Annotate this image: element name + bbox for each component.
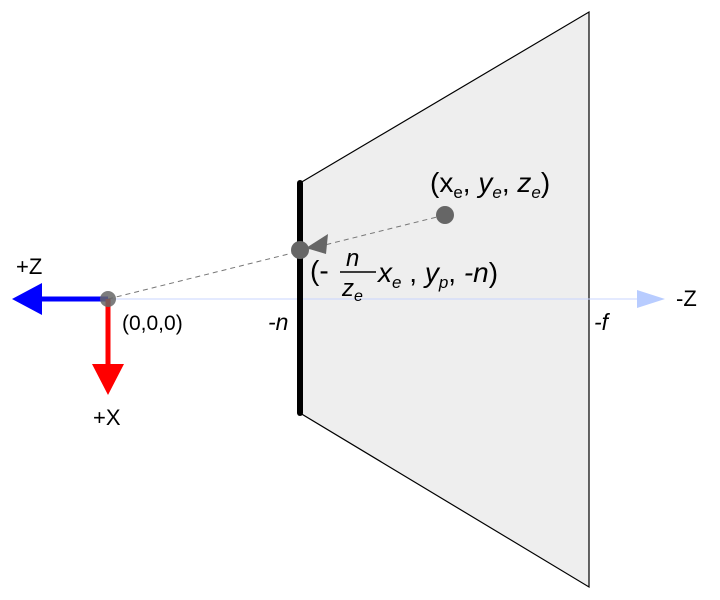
plus-x-label: +X — [93, 405, 121, 430]
minus-z-label: -Z — [676, 286, 697, 311]
minus-z-arrowhead — [637, 290, 665, 308]
projection-ray — [107, 214, 446, 300]
projection-arrowhead — [306, 234, 328, 254]
z-axis-arrowhead — [12, 283, 42, 315]
fraction-numerator: n — [346, 245, 359, 272]
projected-point-label: (- n ze xe , yp, -n) — [310, 245, 498, 305]
origin-point — [100, 291, 116, 307]
eye-space-point — [436, 206, 454, 224]
near-plane-label: -n — [268, 309, 288, 335]
x-axis-arrowhead — [92, 364, 124, 395]
projected-rest: xe , yp, -n) — [376, 257, 498, 292]
plus-z-label: +Z — [16, 254, 42, 279]
far-plane-label: -f — [594, 309, 611, 335]
projected-point — [291, 241, 309, 259]
fraction-denominator: ze — [341, 275, 363, 305]
eye-point-label: (xe, ye, ze) — [430, 167, 550, 202]
origin-label: (0,0,0) — [122, 312, 183, 335]
projected-open: (- — [310, 255, 329, 286]
